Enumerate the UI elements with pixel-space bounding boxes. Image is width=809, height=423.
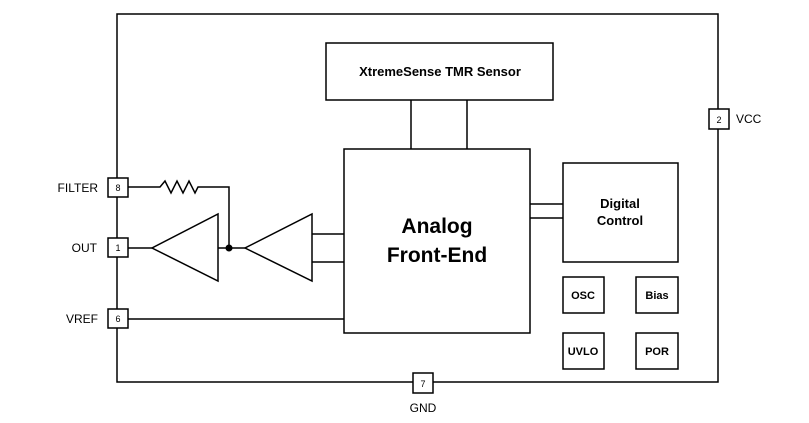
junction-dot	[225, 244, 233, 252]
afe-label-line1: Analog	[401, 215, 472, 238]
pin-name-gnd: GND	[410, 401, 437, 415]
output-amp-triangle	[150, 212, 219, 283]
osc-block	[562, 276, 605, 314]
pin-number-vref: 6	[115, 314, 120, 324]
tmr-sensor-block	[325, 42, 554, 101]
pin-name-filter: FILTER	[58, 181, 99, 195]
osc-label: OSC	[571, 290, 595, 302]
filter-wire	[128, 179, 230, 248]
pin-number-out: 1	[115, 243, 120, 253]
pin-name-vref: VREF	[66, 312, 98, 326]
pin-filter-box	[107, 177, 129, 198]
afe-label-line2: Front-End	[387, 244, 487, 267]
preamp-triangle	[243, 212, 313, 283]
pin-name-vcc: VCC	[736, 112, 762, 126]
pin-number-vcc: 2	[716, 115, 721, 125]
por-block	[635, 332, 679, 370]
analog-front-end-block	[343, 148, 531, 334]
uvlo-block	[562, 332, 605, 370]
pin-vref-box	[107, 308, 129, 329]
bias-block	[635, 276, 679, 314]
pin-name-out: OUT	[72, 241, 98, 255]
digital-label-line1: Digital	[600, 196, 640, 211]
pin-vcc-box	[708, 108, 730, 130]
digital-control-block	[562, 162, 679, 263]
pin-out-box	[107, 237, 129, 258]
digital-label-line2: Control	[597, 213, 643, 228]
pin-number-gnd: 7	[420, 379, 425, 389]
sensor-label: XtremeSense TMR Sensor	[359, 64, 521, 79]
por-label: POR	[645, 346, 669, 358]
pin-gnd-box	[412, 372, 434, 394]
pin-number-filter: 8	[115, 183, 120, 193]
bias-label: Bias	[645, 290, 668, 302]
uvlo-label: UVLO	[568, 346, 599, 358]
